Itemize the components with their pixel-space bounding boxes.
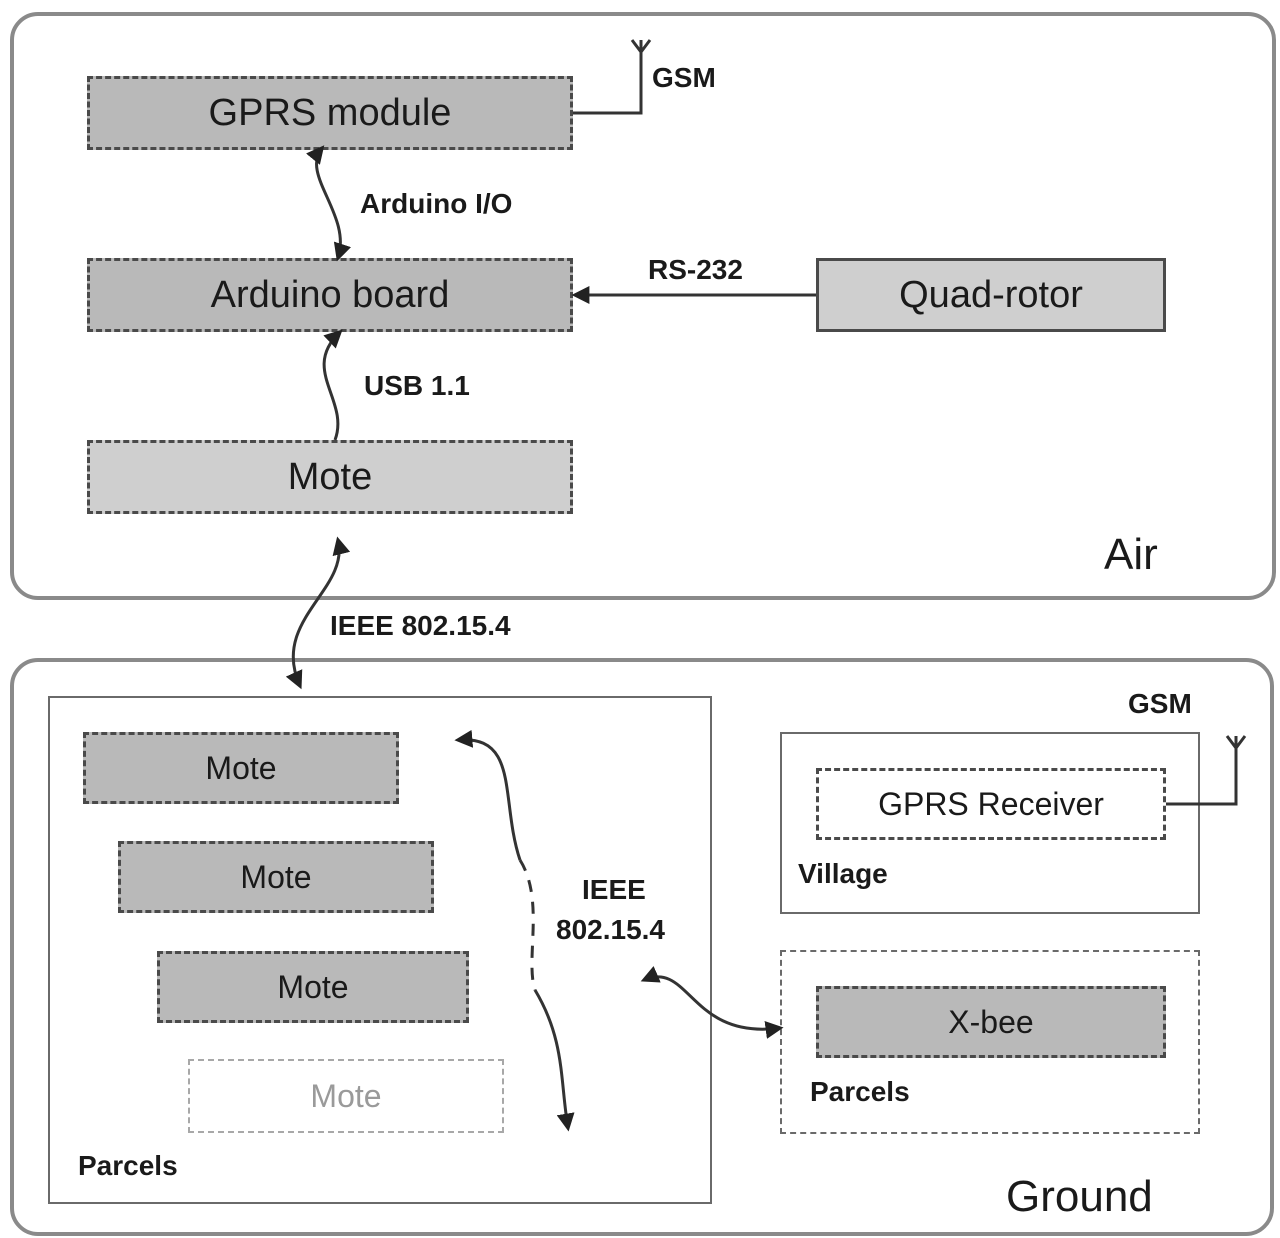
- arduino-io-label: Arduino I/O: [360, 188, 513, 219]
- ground-ieee-connector-dashed: [518, 859, 537, 991]
- ground-ieee-connector-lower: [533, 989, 575, 1132]
- usb-label: USB 1.1: [364, 370, 470, 401]
- ground-gsm-label: GSM: [1128, 688, 1192, 719]
- xbee-box: X-bee: [816, 986, 1166, 1058]
- ground-antenna-icon: [1225, 735, 1247, 751]
- ground-ieee-connector: [454, 729, 522, 861]
- village-container: [780, 732, 1200, 914]
- usb-connector: [322, 329, 343, 441]
- xbee-connector: [640, 966, 784, 1039]
- xbee-label: X-bee: [948, 1003, 1034, 1040]
- parcels-right-container: [780, 950, 1200, 1134]
- parcels-right-label: Parcels: [810, 1076, 910, 1107]
- air-mote-box: Mote: [87, 440, 573, 514]
- gprs-module-label: GPRS module: [208, 91, 452, 134]
- air-gsm-label: GSM: [652, 62, 716, 93]
- ieee-air-ground-connector: [285, 536, 351, 690]
- air-antenna-icon: [630, 39, 652, 55]
- quad-rotor-box: Quad-rotor: [816, 258, 1166, 332]
- parcels-left-label: Parcels: [78, 1150, 178, 1181]
- ground-mote-box-3: Mote: [157, 951, 469, 1023]
- arduino-board-box: Arduino board: [87, 258, 573, 332]
- ground-gsm-line: [1166, 744, 1238, 806]
- ground-mote-box-1: Mote: [83, 732, 399, 804]
- arduino-io-connector: [305, 145, 352, 262]
- ground-mote-label-2: Mote: [240, 858, 312, 895]
- gprs-receiver-label: GPRS Receiver: [878, 785, 1104, 822]
- ieee-ground-label-line1: IEEE: [582, 874, 646, 905]
- quad-rotor-label: Quad-rotor: [899, 273, 1083, 316]
- ground-mote-box-4: Mote: [188, 1059, 504, 1133]
- village-label: Village: [798, 858, 888, 889]
- parcels-left-container: [48, 696, 712, 1204]
- ieee-air-ground-label: IEEE 802.15.4: [330, 610, 511, 641]
- gprs-receiver-box: GPRS Receiver: [816, 768, 1166, 840]
- air-title: Air: [1104, 530, 1158, 579]
- ground-title: Ground: [1006, 1172, 1153, 1221]
- ground-mote-label-1: Mote: [205, 749, 277, 786]
- arduino-board-label: Arduino board: [210, 273, 450, 316]
- ground-mote-box-2: Mote: [118, 841, 434, 913]
- rs232-label: RS-232: [648, 254, 743, 285]
- ieee-ground-label-line2: 802.15.4: [556, 914, 665, 945]
- ground-mote-label-3: Mote: [277, 968, 349, 1005]
- air-mote-label: Mote: [287, 455, 373, 498]
- air-gsm-line: [573, 46, 643, 115]
- ground-mote-label-4: Mote: [310, 1077, 382, 1114]
